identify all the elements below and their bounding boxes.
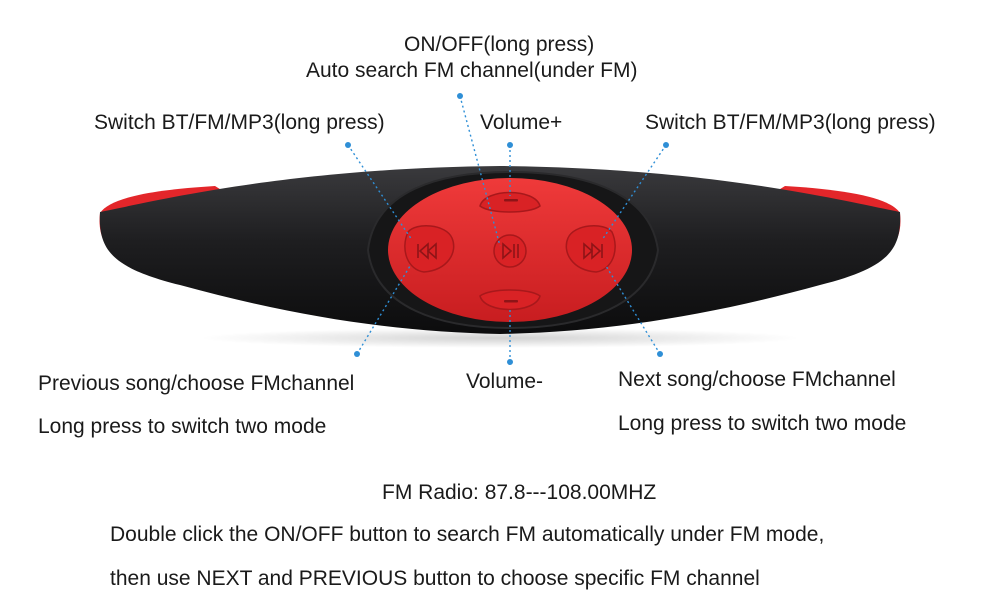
- next-longpress-label: Long press to switch two mode: [618, 412, 907, 435]
- previous-track-icon: [417, 242, 437, 260]
- onoff-label: ON/OFF(long press): [404, 33, 595, 56]
- volume-plus-label: Volume+: [480, 111, 563, 134]
- previous-button[interactable]: [404, 225, 455, 273]
- leader-previous: [356, 265, 411, 355]
- leader-switch-left: [347, 144, 413, 241]
- leader-switch-right: [601, 144, 667, 241]
- leader-dot: [663, 142, 669, 148]
- fm-instruction-line1: Double click the ON/OFF button to search…: [110, 523, 825, 546]
- leader-dot: [345, 142, 351, 148]
- leader-onoff: [459, 95, 501, 247]
- previous-label: Previous song/choose FMchannel: [38, 372, 355, 395]
- volume-plus-button[interactable]: [479, 191, 541, 213]
- leader-dot: [657, 351, 663, 357]
- next-track-icon: [583, 242, 603, 260]
- fm-instruction-line2: then use NEXT and PREVIOUS button to cho…: [110, 567, 760, 590]
- band-shadow: [200, 328, 800, 348]
- volume-minus-button[interactable]: [479, 289, 541, 311]
- leader-dot: [457, 93, 463, 99]
- play-pause-icon: [502, 242, 519, 260]
- switch-right-label: Switch BT/FM/MP3(long press): [645, 111, 936, 134]
- switch-left-label: Switch BT/FM/MP3(long press): [94, 111, 385, 134]
- play-pause-button[interactable]: [493, 234, 527, 268]
- auto-search-label: Auto search FM channel(under FM): [306, 59, 638, 82]
- leader-dot: [507, 359, 513, 365]
- leader-next: [605, 265, 661, 355]
- leader-dot: [354, 351, 360, 357]
- leader-dot: [507, 142, 513, 148]
- next-label: Next song/choose FMchannel: [618, 368, 896, 391]
- volume-minus-label: Volume-: [466, 370, 544, 393]
- fm-range-note: FM Radio: 87.8---108.00MHZ: [382, 481, 657, 504]
- previous-longpress-label: Long press to switch two mode: [38, 415, 327, 438]
